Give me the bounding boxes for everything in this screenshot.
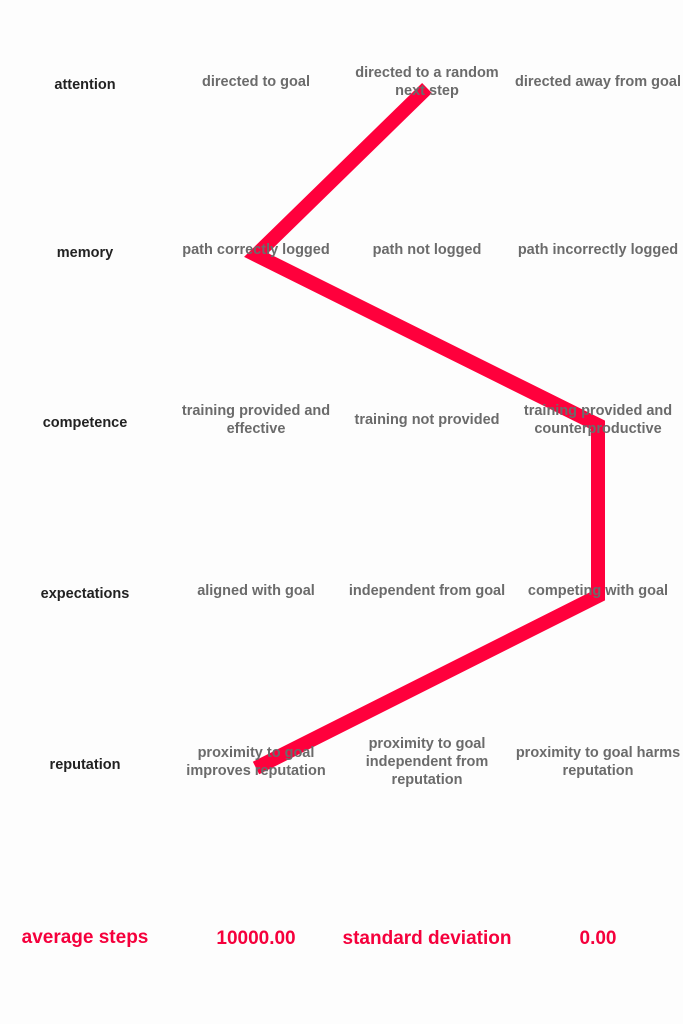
option-reputation-1[interactable]: proximity to goal independent from reput… — [365, 736, 489, 788]
option-expectations-2[interactable]: competing with goal — [527, 583, 669, 599]
row-label-attention: attention — [54, 77, 116, 93]
option-expectations-1[interactable]: independent from goal — [348, 583, 506, 599]
row-label-competence: competence — [42, 415, 128, 431]
selected-path-line — [244, 82, 605, 775]
option-memory-0[interactable]: path correctly logged — [182, 242, 330, 258]
option-attention-2[interactable]: directed away from goal — [515, 74, 681, 90]
option-reputation-0[interactable]: proximity to goal improves reputation — [186, 745, 326, 779]
option-competence-1[interactable]: training not provided — [354, 412, 500, 428]
option-expectations-0[interactable]: aligned with goal — [197, 583, 315, 599]
row-label-memory: memory — [56, 245, 114, 261]
average-steps-label: average steps — [21, 927, 149, 948]
option-memory-1[interactable]: path not logged — [372, 242, 482, 258]
option-attention-1[interactable]: directed to a random next step — [355, 65, 499, 99]
option-competence-0[interactable]: training provided and effective — [181, 403, 331, 437]
row-label-reputation: reputation — [49, 757, 121, 773]
option-attention-0[interactable]: directed to goal — [202, 74, 310, 90]
average-steps-value: 10000.00 — [216, 928, 296, 949]
option-memory-2[interactable]: path incorrectly logged — [517, 242, 679, 258]
row-label-expectations: expectations — [40, 586, 130, 602]
option-competence-2[interactable]: training provided and counterproductive — [523, 403, 673, 437]
option-reputation-2[interactable]: proximity to goal harms reputation — [515, 745, 681, 779]
standard-deviation-label: standard deviation — [342, 928, 512, 949]
standard-deviation-value: 0.00 — [579, 928, 617, 949]
